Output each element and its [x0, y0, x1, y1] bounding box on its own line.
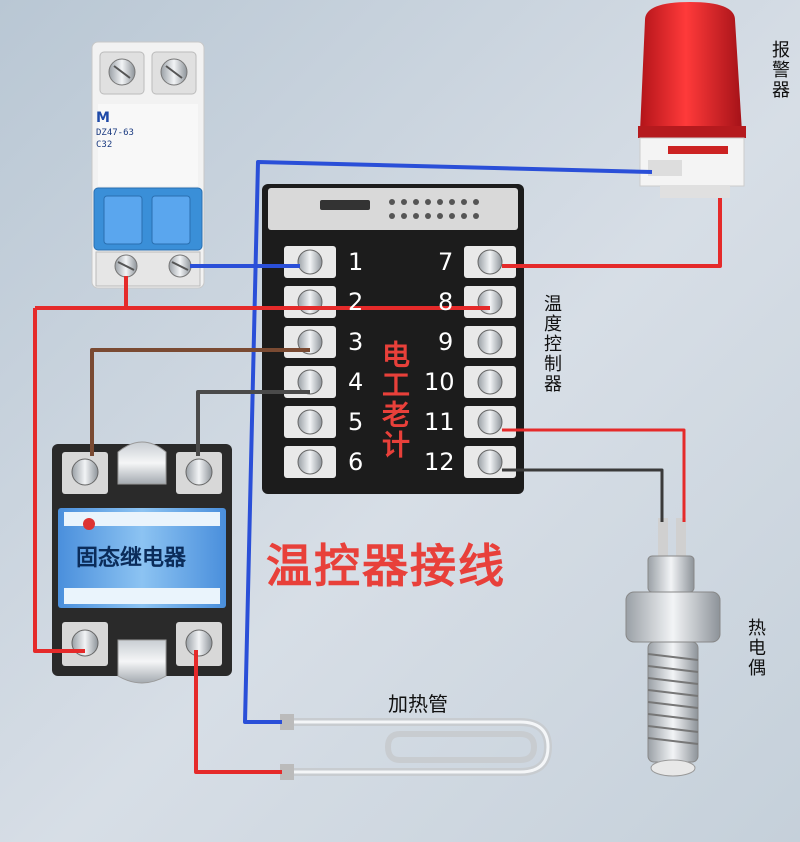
breaker-rating: C32: [96, 140, 113, 150]
terminal-label: 8: [438, 288, 454, 316]
breaker-logo: M: [96, 110, 110, 126]
terminal-label: 12: [424, 448, 455, 476]
terminal-label: 4: [348, 368, 364, 396]
heater-tube: [280, 714, 553, 780]
brand-watermark: 电工老计: [378, 340, 411, 460]
wires: [33, 160, 722, 774]
terminal-label: 7: [438, 248, 454, 276]
alarm-siren: [638, 2, 746, 198]
controller-label: 温度控制器: [541, 294, 562, 394]
thermocouple-label: 热电偶: [745, 618, 766, 678]
terminal-label: 10: [424, 368, 455, 396]
circuit-breaker: [91, 41, 205, 289]
terminal-label: 2: [348, 288, 364, 316]
heater-label: 加热管: [388, 692, 448, 716]
breaker-model: DZ47-63: [96, 128, 134, 138]
terminal-label: 11: [424, 408, 455, 436]
terminal-label: 3: [348, 328, 364, 356]
diagram-title: 温控器接线: [266, 539, 506, 593]
alarm-label: 报警器: [769, 40, 790, 100]
solid-state-relay: [52, 441, 232, 684]
terminal-label: 5: [348, 408, 364, 436]
terminal-label: 1: [348, 248, 364, 276]
ssr-label: 固态继电器: [76, 546, 187, 571]
thermocouple-probe: [625, 518, 721, 777]
terminal-label: 6: [348, 448, 364, 476]
terminal-label: 9: [438, 328, 454, 356]
